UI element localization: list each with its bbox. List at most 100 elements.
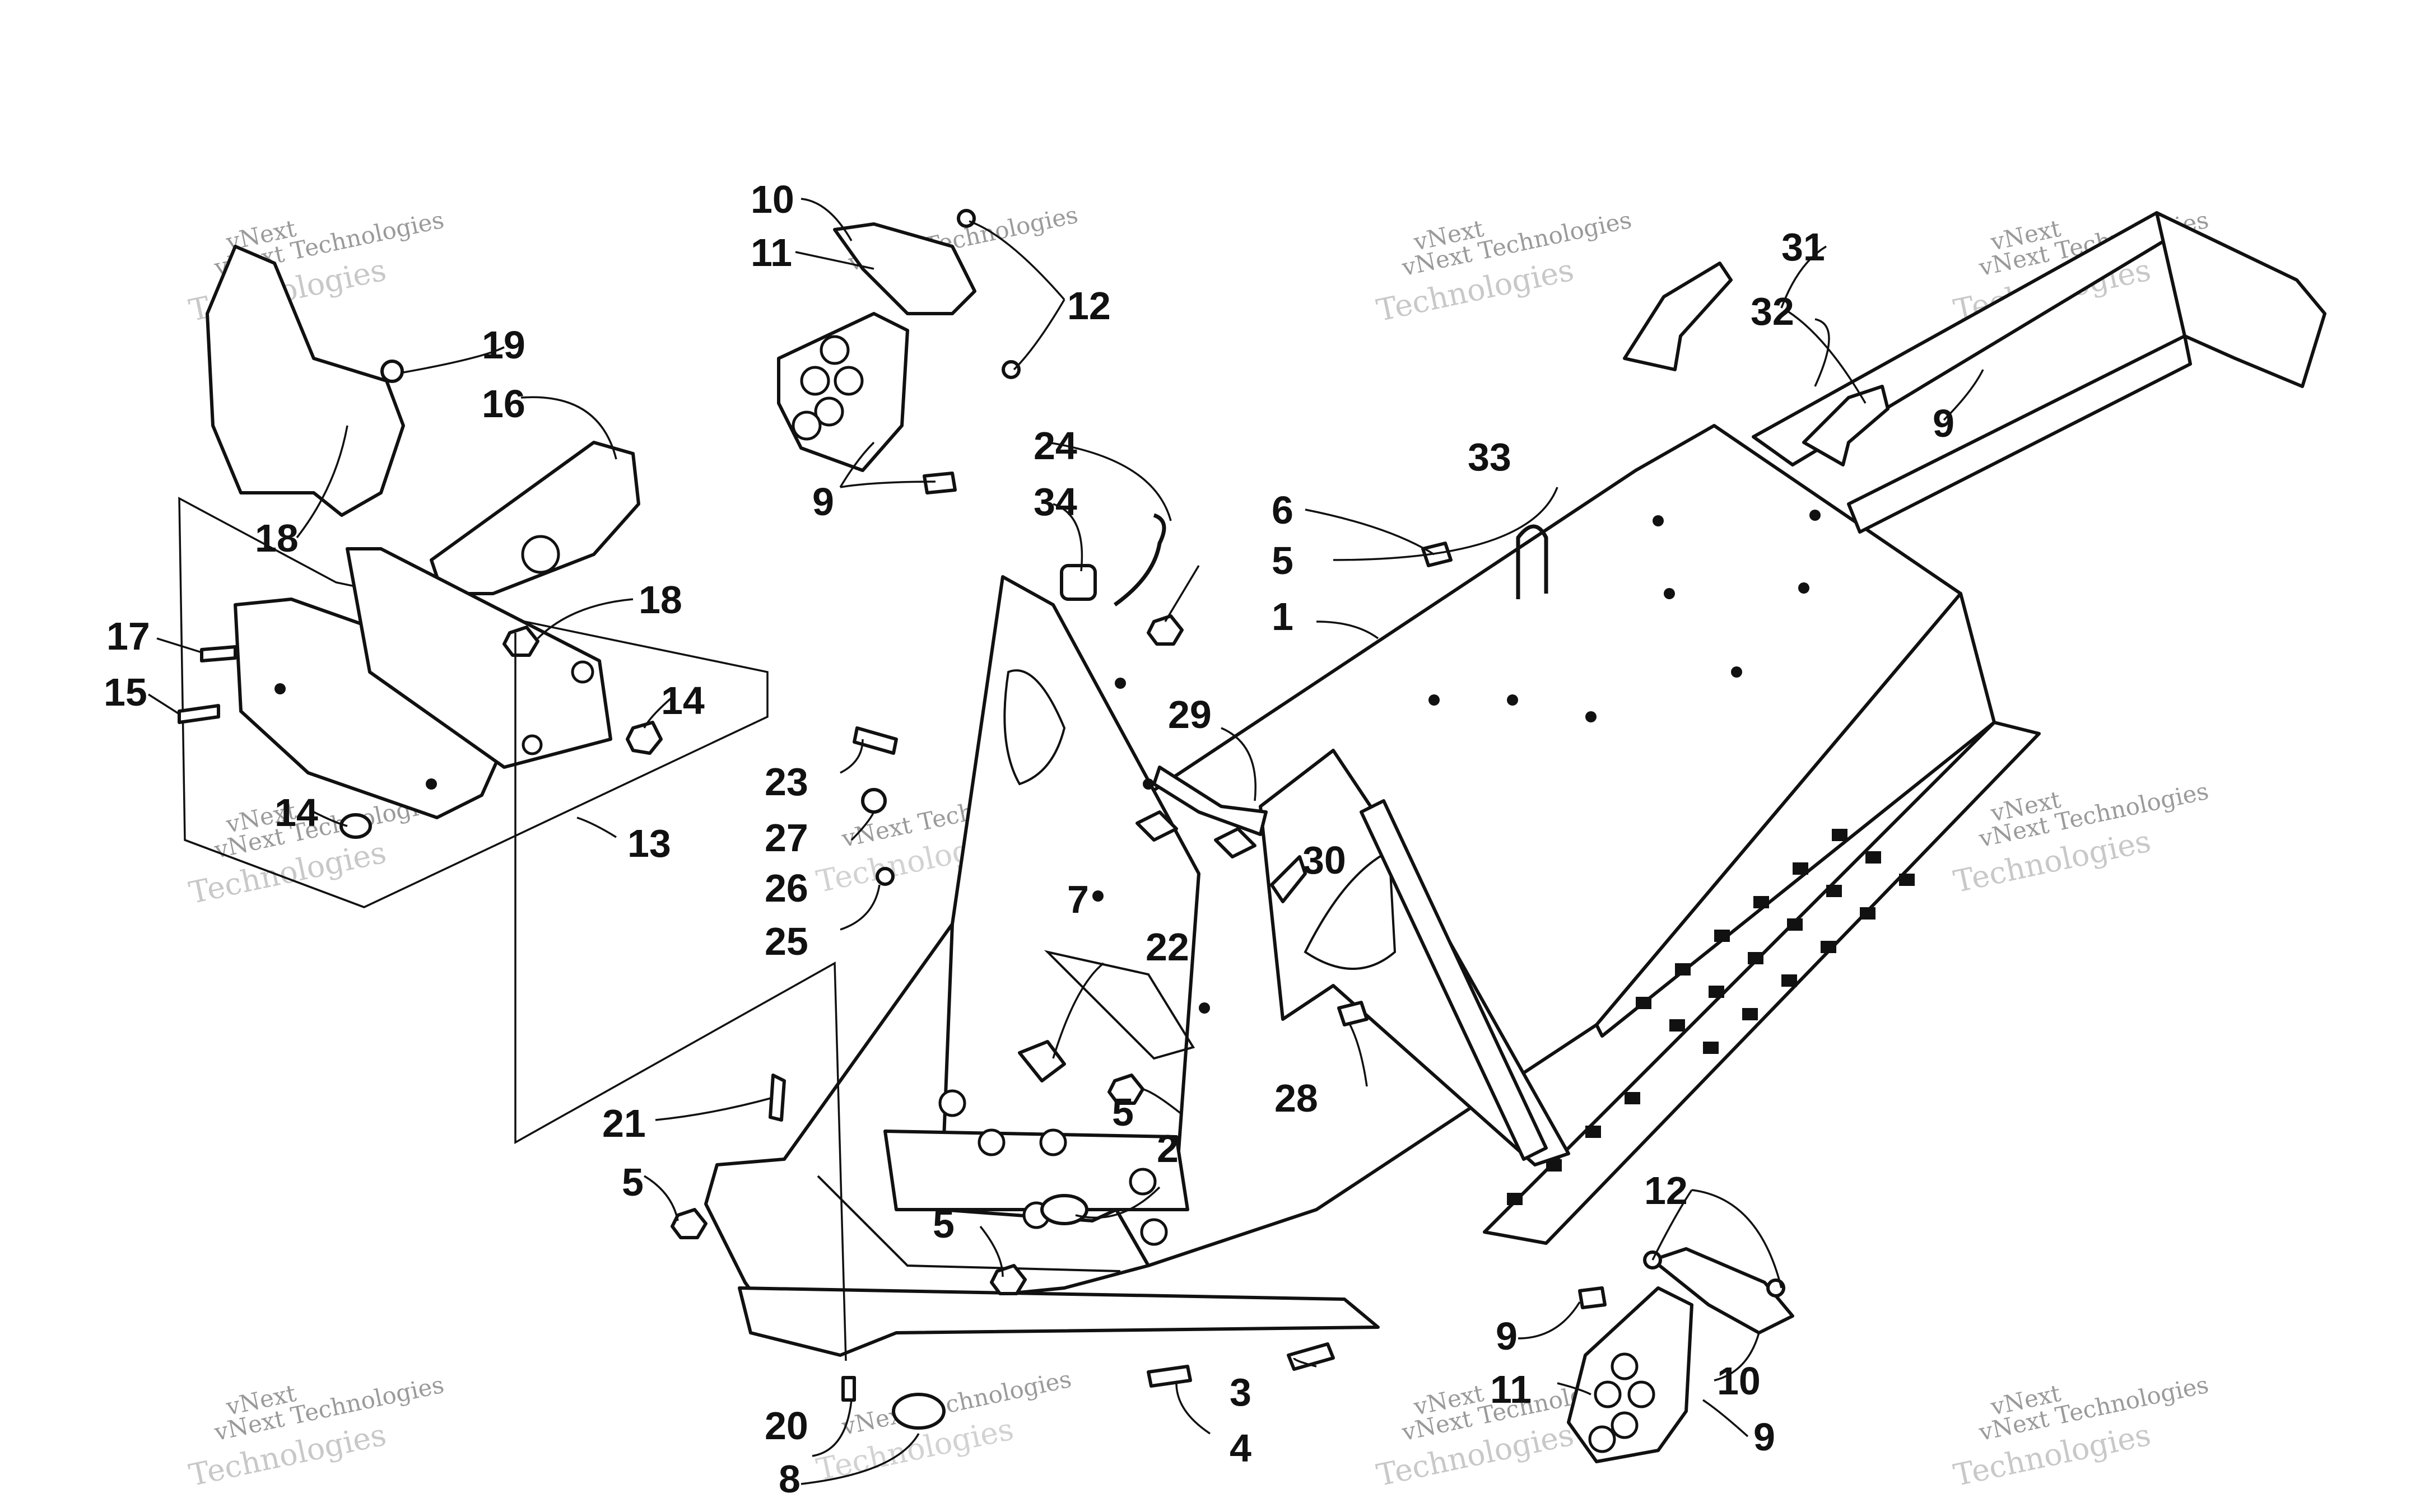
callout-21: 21 xyxy=(602,1102,646,1145)
washer-27 xyxy=(861,788,887,814)
lever-29 xyxy=(1152,766,1268,836)
callout-31: 31 xyxy=(1781,225,1825,269)
clip-6 xyxy=(1421,542,1453,567)
leader-lines xyxy=(148,198,1984,1485)
callout-4: 4 xyxy=(1230,1426,1251,1470)
mount-hole xyxy=(521,535,560,574)
callout-16: 16 xyxy=(482,382,525,426)
callout-5: 5 xyxy=(1112,1090,1134,1134)
watermark: vNext vNext Technologies Technologies xyxy=(1951,1371,2211,1494)
running-board-holes xyxy=(1507,829,1915,1205)
rear-rail-lower xyxy=(1847,334,2192,534)
callout-7: 7 xyxy=(1067,878,1089,921)
callout-3: 3 xyxy=(1230,1370,1251,1414)
left-subassembly xyxy=(178,245,769,908)
callout-19: 19 xyxy=(482,323,525,367)
callout-22: 22 xyxy=(1146,925,1189,969)
callout-13: 13 xyxy=(627,822,671,865)
top-bracket-assembly xyxy=(777,209,1021,494)
callout-6: 6 xyxy=(1272,488,1293,532)
callout-5: 5 xyxy=(1272,539,1293,582)
callout-9: 9 xyxy=(1753,1415,1775,1459)
screw-26 xyxy=(876,867,895,886)
callout-30: 30 xyxy=(1302,838,1346,882)
nut-18 xyxy=(502,626,539,657)
lower-right-bracket-assembly xyxy=(1567,1247,1794,1463)
callout-34: 34 xyxy=(1034,480,1077,524)
callout-9: 9 xyxy=(1496,1314,1518,1358)
callout-33: 33 xyxy=(1468,435,1511,479)
cover-holes-right xyxy=(1588,1352,1655,1453)
callout-9: 9 xyxy=(812,480,834,524)
callout-32: 32 xyxy=(1751,290,1794,333)
running-board xyxy=(1483,721,2041,1245)
callout-5: 5 xyxy=(933,1202,955,1246)
plate-holes xyxy=(274,660,594,790)
steering-post xyxy=(1360,799,1548,1161)
nut-5d xyxy=(990,1264,1027,1295)
callout-9: 9 xyxy=(1933,402,1954,445)
bracket-31b xyxy=(1802,385,1890,466)
chassis-frame xyxy=(704,211,2326,1357)
callout-17: 17 xyxy=(106,614,150,658)
callout-1: 1 xyxy=(1272,595,1293,638)
a-frame-left-cutout-2 xyxy=(1044,950,1195,1060)
watermark: vNext vNext Technologies Technologies xyxy=(1374,206,1634,329)
washer-14b xyxy=(339,813,372,839)
bolt-3 xyxy=(1287,1342,1335,1371)
frame-holes xyxy=(938,510,1821,1246)
bolt-21 xyxy=(769,1074,786,1122)
bracket-10-right xyxy=(1651,1247,1794,1334)
callout-20: 20 xyxy=(765,1404,808,1448)
callout-28: 28 xyxy=(1274,1076,1318,1120)
screw-20 xyxy=(841,1376,856,1402)
pin-24 xyxy=(1113,513,1166,606)
grommet-8 xyxy=(892,1393,946,1430)
callout-15: 15 xyxy=(104,670,147,714)
callout-18: 18 xyxy=(639,578,682,622)
callout-18: 18 xyxy=(255,516,299,560)
nut-5c xyxy=(1147,614,1184,646)
callout-10: 10 xyxy=(1717,1359,1761,1403)
callout-5: 5 xyxy=(622,1160,644,1204)
u-bolt-33 xyxy=(1516,524,1548,599)
bar-18 xyxy=(346,547,612,769)
callout-10: 10 xyxy=(751,178,794,221)
screw-12a xyxy=(957,209,976,228)
bracket-31a xyxy=(1623,262,1733,371)
tunnel-side xyxy=(1595,592,1996,1038)
steering-bracket-16 xyxy=(206,245,405,517)
small-parts xyxy=(671,262,1890,1430)
tab-7a xyxy=(1135,810,1178,842)
callout-14: 14 xyxy=(274,791,318,834)
fitting-2 xyxy=(1040,1194,1088,1225)
callout-14: 14 xyxy=(661,679,705,722)
fastener-19 xyxy=(380,360,404,383)
callout-24: 24 xyxy=(1034,424,1077,468)
callout-8: 8 xyxy=(779,1457,801,1501)
clip-9-right xyxy=(1578,1286,1607,1309)
callout-29: 29 xyxy=(1168,693,1212,736)
connector-22 xyxy=(1018,1040,1066,1082)
floor-pan-seam xyxy=(817,1175,1121,1272)
callout-27: 27 xyxy=(765,816,808,860)
callout-26: 26 xyxy=(765,866,808,910)
screw-12b xyxy=(1002,360,1021,379)
callout-11: 11 xyxy=(751,231,792,274)
bushing-34 xyxy=(1060,564,1097,601)
callout-12: 12 xyxy=(1067,284,1111,328)
rear-bumper-end xyxy=(2155,211,2326,388)
callout-23: 23 xyxy=(765,760,808,804)
floor-pan xyxy=(883,1130,1189,1211)
strap-30 xyxy=(1270,855,1307,903)
front-bumper xyxy=(738,1286,1380,1357)
bolt-4 xyxy=(1147,1365,1192,1388)
bracket-10 xyxy=(833,222,976,315)
a-frame-left-cutout xyxy=(1003,669,1066,786)
bolt-17 xyxy=(200,645,237,662)
tab-7b xyxy=(1214,827,1256,858)
callout-2: 2 xyxy=(1157,1127,1179,1170)
watermark: vNext vNext Technologies Technologies xyxy=(186,1371,446,1494)
callout-12: 12 xyxy=(1644,1169,1688,1212)
